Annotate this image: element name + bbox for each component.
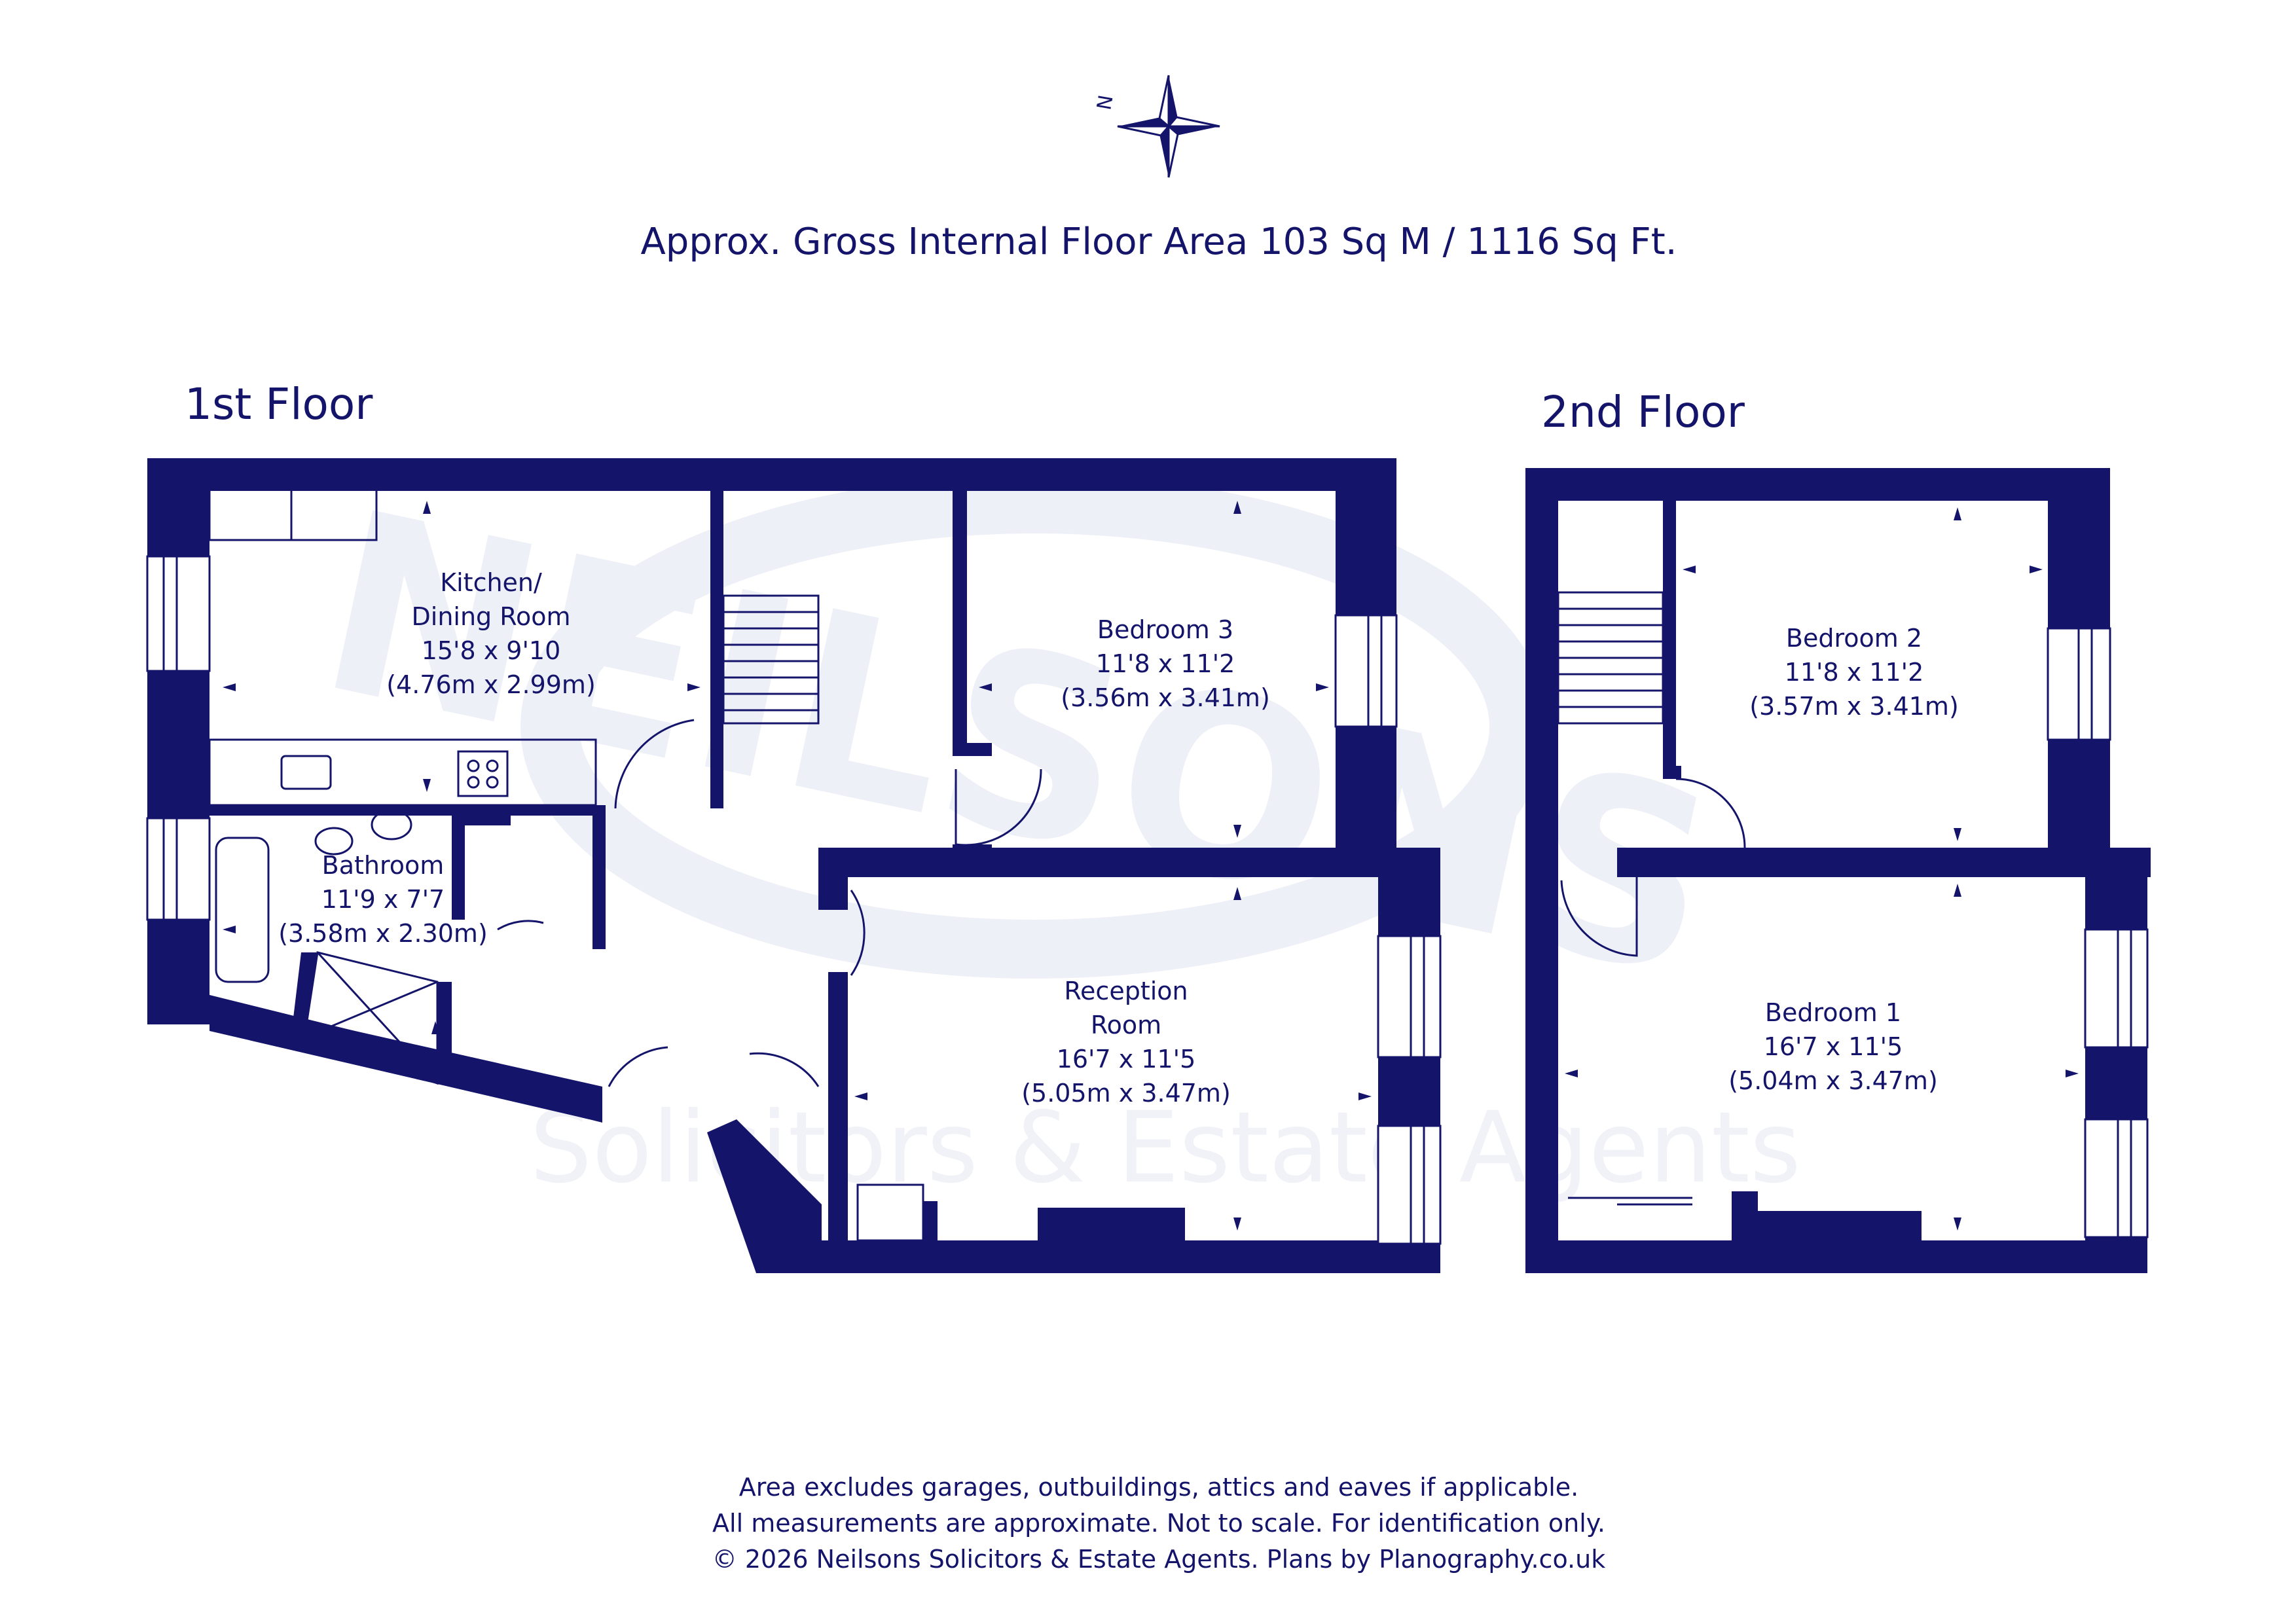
- room-imperial: 15'8 x 9'10: [422, 636, 561, 665]
- area-title: Approx. Gross Internal Floor Area 103 Sq…: [640, 221, 1677, 263]
- hob-icon: [457, 750, 509, 797]
- room-label-kitchen: Kitchen/ Dining Room 15'8 x 9'10 (4.76m …: [386, 568, 596, 699]
- floor-title-2nd: 2nd Floor: [1541, 387, 1745, 437]
- room-name: Kitchen/: [440, 568, 542, 597]
- footer-notes: Area excludes garages, outbuildings, att…: [712, 1473, 1605, 1574]
- sink-icon: [280, 755, 332, 790]
- room-label-bedroom-3: Bedroom 3 11'8 x 11'2 (3.56m x 3.41m): [1061, 615, 1270, 712]
- footer-line-1: Area excludes garages, outbuildings, att…: [739, 1473, 1579, 1502]
- room-imperial: 11'8 x 11'2: [1785, 658, 1924, 687]
- room-name-2: Room: [1091, 1011, 1161, 1039]
- second-floor-fixtures: [1557, 591, 1746, 1206]
- room-label-bedroom-1: Bedroom 1 16'7 x 11'5 (5.04m x 3.47m): [1728, 998, 1938, 1095]
- room-name-2: Dining Room: [412, 602, 571, 631]
- first-floor-windows: [146, 555, 1442, 1245]
- room-metric: (4.76m x 2.99m): [386, 670, 596, 699]
- room-name: Bedroom 2: [1786, 624, 1922, 653]
- room-name: Bedroom 3: [1097, 615, 1233, 644]
- footer-line-3: © 2026 Neilsons Solicitors & Estate Agen…: [712, 1545, 1605, 1574]
- room-metric: (3.58m x 2.30m): [278, 919, 488, 948]
- room-imperial: 16'7 x 11'5: [1764, 1032, 1903, 1061]
- room-imperial: 16'7 x 11'5: [1057, 1045, 1196, 1074]
- second-floor-windows: [2047, 627, 2149, 1238]
- footer-line-2: All measurements are approximate. Not to…: [712, 1509, 1605, 1538]
- first-floor-plan: [147, 458, 1440, 1273]
- room-metric: (3.56m x 3.41m): [1061, 683, 1270, 712]
- room-metric: (3.57m x 3.41m): [1749, 692, 1959, 721]
- room-metric: (5.04m x 3.47m): [1728, 1066, 1938, 1095]
- room-metric: (5.05m x 3.47m): [1021, 1079, 1231, 1108]
- room-imperial: 11'8 x 11'2: [1096, 649, 1235, 678]
- compass-north-label: N: [1093, 94, 1118, 112]
- first-floor-fixtures: [208, 486, 1042, 1242]
- room-label-bathroom: Bathroom 11'9 x 7'7 (3.58m x 2.30m): [278, 851, 488, 948]
- room-label-bedroom-2: Bedroom 2 11'8 x 11'2 (3.57m x 3.41m): [1749, 624, 1959, 721]
- compass-icon: [1117, 75, 1220, 178]
- dimension-arrows-1st: [223, 501, 1372, 1231]
- room-imperial: 11'9 x 7'7: [321, 885, 445, 914]
- room-label-reception: Reception Room 16'7 x 11'5 (5.05m x 3.47…: [1021, 977, 1231, 1108]
- dimension-arrows-2nd: [1565, 507, 2079, 1231]
- room-name: Reception: [1064, 977, 1188, 1005]
- room-name: Bedroom 1: [1765, 998, 1901, 1027]
- room-name: Bathroom: [322, 851, 445, 880]
- floor-title-1st: 1st Floor: [185, 379, 373, 429]
